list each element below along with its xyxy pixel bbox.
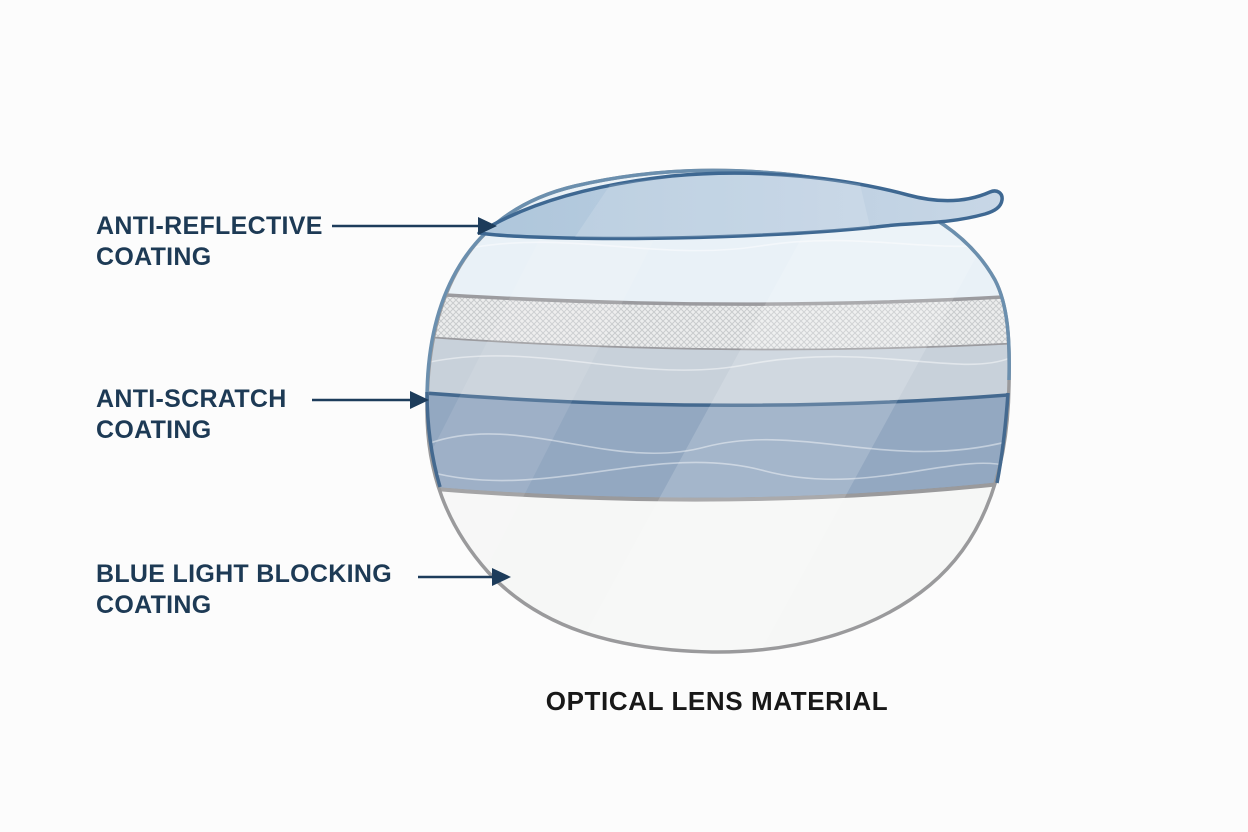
lens-outline-blue-arc (425, 168, 1011, 401)
wavy-reflection-lines (429, 239, 1010, 482)
light-gray-blue-band (427, 336, 1010, 406)
arrow-blue-light-blocking (418, 568, 511, 586)
label-anti-reflective-coating: ANTI-REFLECTIVE COATING (96, 211, 323, 273)
label-anti-scratch-coating: ANTI-SCRATCH COATING (96, 384, 287, 446)
arrow-anti-reflective (332, 217, 497, 235)
label-blue-light-blocking-coating: BLUE LIGHT BLOCKING COATING (96, 559, 392, 621)
diagonal-highlight (560, 170, 1010, 653)
label-line: ANTI-REFLECTIVE (96, 212, 323, 240)
diagonal-highlight-2 (427, 170, 705, 653)
label-line: ANTI-SCRATCH (96, 385, 287, 413)
lens-body-layers (427, 170, 1010, 653)
label-line: COATING (96, 591, 212, 619)
diagram-caption: OPTICAL LENS MATERIAL (545, 686, 889, 716)
label-line: COATING (96, 243, 212, 271)
flap-highlight (575, 174, 870, 238)
crosshatch-band (427, 292, 1010, 351)
arrow-anti-scratch (312, 391, 429, 409)
anti-reflective-flap (477, 171, 1004, 241)
label-line: BLUE LIGHT BLOCKING (96, 560, 392, 588)
label-line: COATING (96, 416, 212, 444)
